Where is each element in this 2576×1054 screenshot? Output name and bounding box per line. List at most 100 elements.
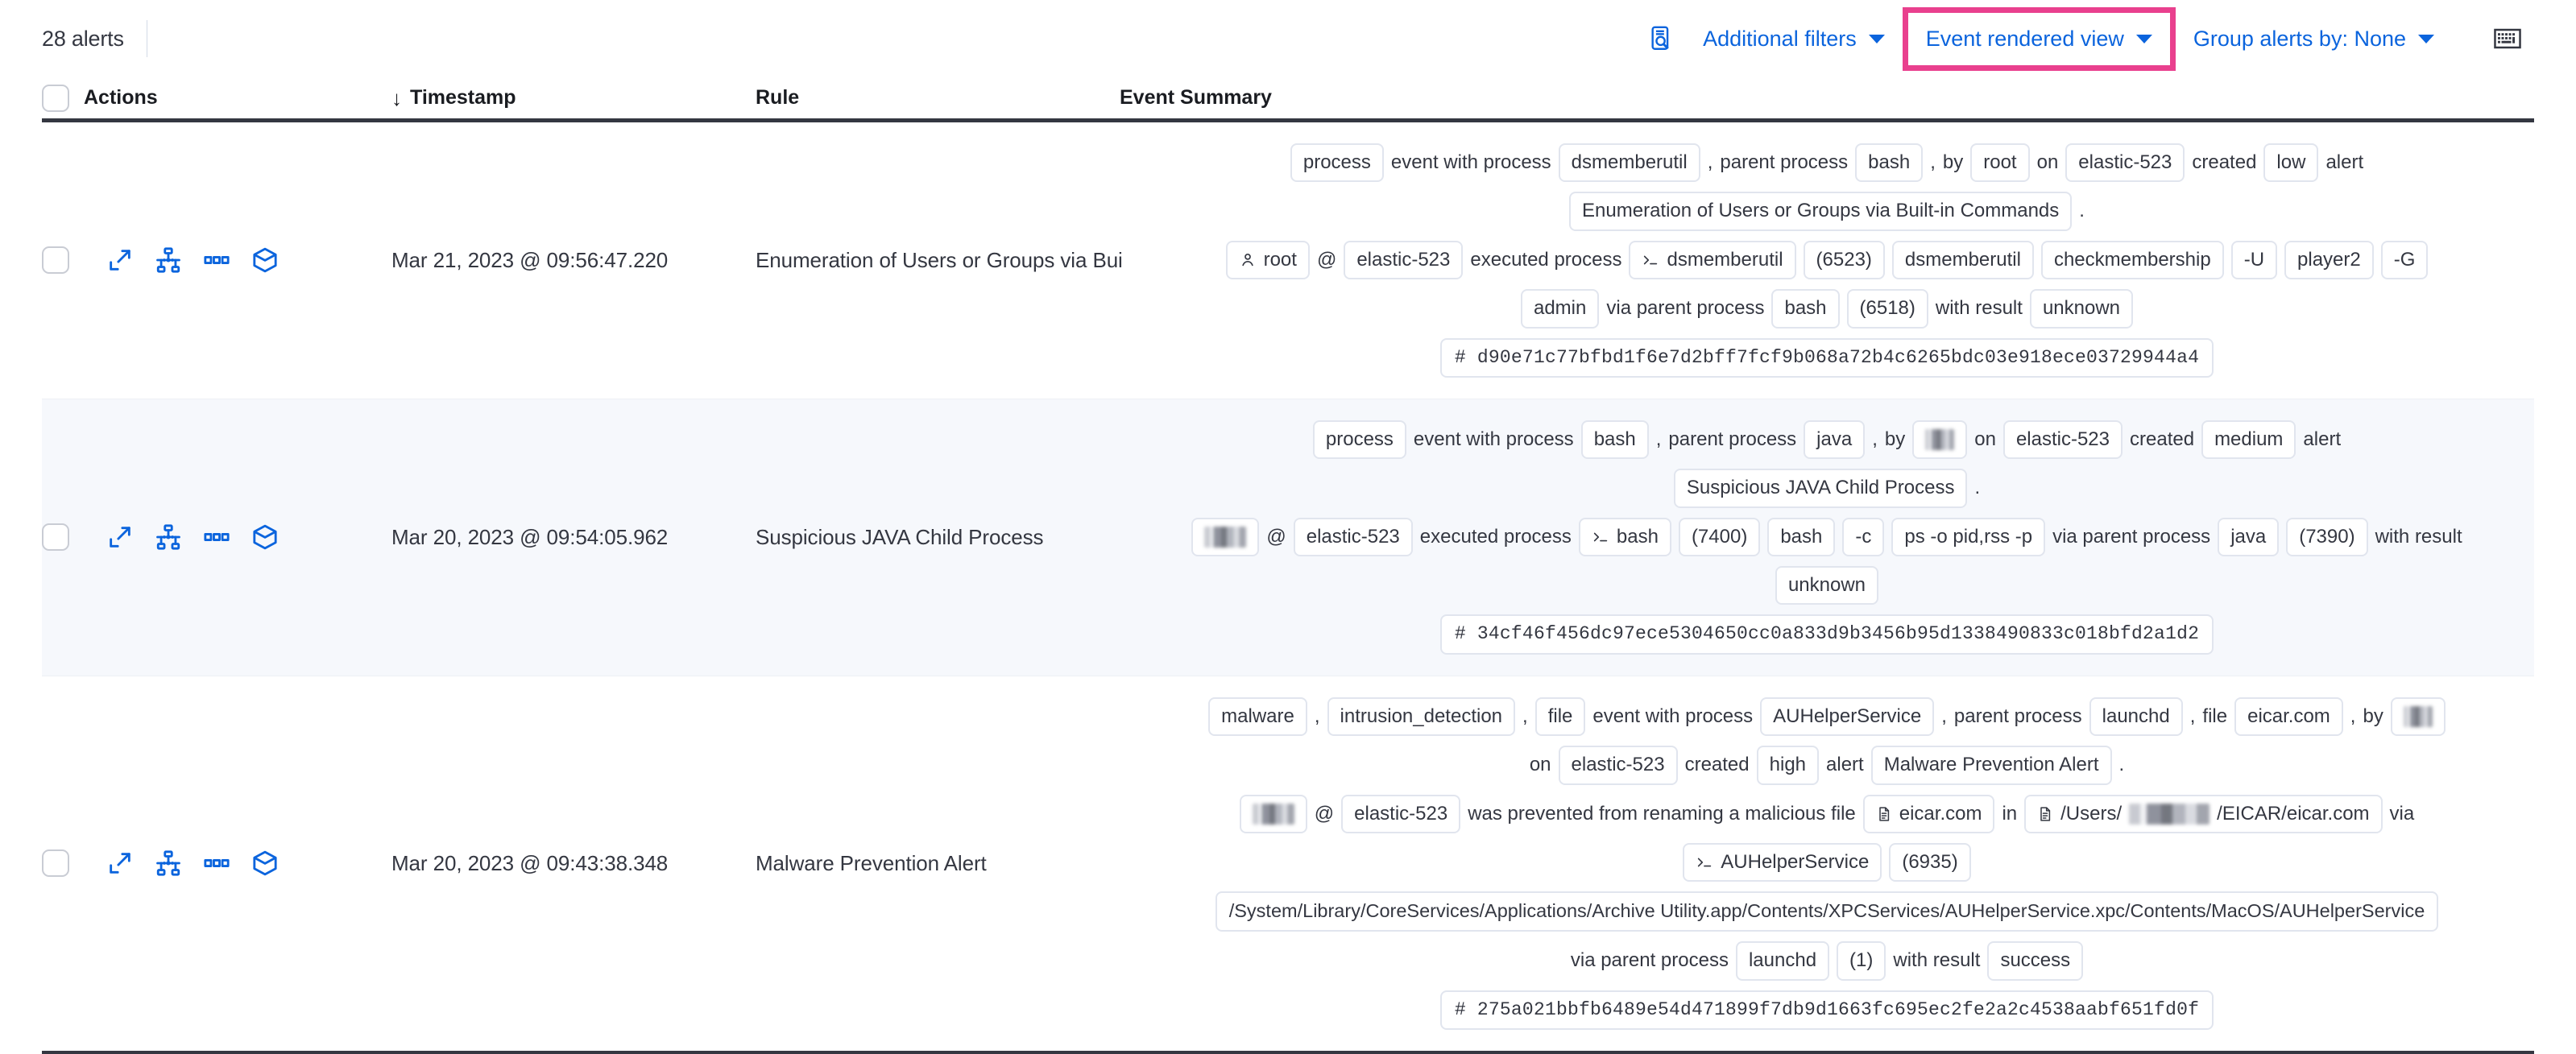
summary-badge[interactable]: elastic-523 bbox=[2002, 420, 2123, 460]
row-rule-name[interactable]: Enumeration of Users or Groups via Bui bbox=[756, 247, 1123, 272]
redacted-value bbox=[2129, 803, 2210, 825]
summary-badge[interactable]: medium bbox=[2201, 420, 2296, 460]
more-actions-icon[interactable] bbox=[203, 523, 230, 551]
summary-badge[interactable]: root bbox=[1225, 240, 1310, 280]
summary-badge[interactable]: bash bbox=[1855, 143, 1924, 183]
summary-badge[interactable]: Enumeration of Users or Groups via Built… bbox=[1569, 192, 2073, 231]
summary-badge[interactable]: low bbox=[2263, 143, 2319, 183]
summary-badge[interactable]: launchd bbox=[2089, 696, 2183, 737]
summary-line: /System/Library/CoreServices/Application… bbox=[1120, 891, 2534, 932]
row-timestamp-cell: Mar 20, 2023 @ 09:43:38.348 bbox=[391, 851, 756, 876]
expand-icon[interactable] bbox=[106, 523, 134, 551]
summary-text: with result bbox=[1893, 949, 1981, 972]
summary-badge[interactable]: unknown bbox=[2029, 289, 2134, 329]
summary-badge[interactable]: malware bbox=[1208, 696, 1307, 737]
summary-badge[interactable]: -G bbox=[2380, 240, 2429, 280]
summary-badge[interactable]: java bbox=[2218, 517, 2280, 557]
summary-badge[interactable]: (6518) bbox=[1846, 289, 1928, 329]
select-all-checkbox[interactable] bbox=[42, 84, 69, 112]
more-actions-icon[interactable] bbox=[203, 849, 230, 877]
summary-badge[interactable]: (7390) bbox=[2286, 517, 2368, 557]
summary-badge-redacted[interactable] bbox=[1912, 420, 1968, 460]
session-view-icon[interactable] bbox=[251, 849, 279, 877]
summary-badge[interactable]: bash bbox=[1580, 420, 1649, 460]
header-rule[interactable]: Rule bbox=[756, 86, 1120, 110]
session-view-icon[interactable] bbox=[251, 246, 279, 274]
summary-badge[interactable]: unknown bbox=[1775, 566, 1879, 606]
summary-badge[interactable]: Malware Prevention Alert bbox=[1870, 746, 2112, 785]
row-rule-name[interactable]: Malware Prevention Alert bbox=[756, 850, 987, 875]
summary-badge[interactable]: eicar.com bbox=[1862, 794, 1995, 833]
summary-badge[interactable]: dsmemberutil bbox=[1891, 240, 2034, 280]
summary-badge[interactable]: elastic-523 bbox=[1341, 794, 1461, 833]
summary-badge[interactable]: admin bbox=[1520, 289, 1600, 329]
summary-badge-file-path[interactable]: /Users//EICAR/eicar.com bbox=[2024, 794, 2383, 833]
select-all-cell bbox=[42, 84, 84, 112]
summary-badge[interactable]: (1) bbox=[1837, 941, 1886, 981]
summary-badge[interactable]: (6935) bbox=[1889, 842, 1971, 882]
summary-badge[interactable]: AUHelperService bbox=[1683, 842, 1882, 882]
summary-badge-redacted[interactable] bbox=[1239, 794, 1307, 833]
summary-badge[interactable]: high bbox=[1756, 746, 1820, 785]
summary-badge-redacted[interactable] bbox=[2390, 696, 2446, 736]
table-row[interactable]: Mar 21, 2023 @ 09:56:47.220 Enumeration o… bbox=[42, 122, 2534, 399]
row-select-checkbox[interactable] bbox=[42, 849, 69, 878]
analyzer-icon[interactable] bbox=[155, 849, 182, 877]
summary-badge-hash[interactable]: # 275a021bbfb6489e54d471899f7db9d1663fc6… bbox=[1439, 990, 2214, 1030]
summary-badge[interactable]: AUHelperService bbox=[1760, 696, 1935, 737]
summary-badge[interactable]: bash bbox=[1767, 517, 1836, 557]
summary-badge[interactable]: (6523) bbox=[1803, 240, 1885, 280]
summary-badge[interactable]: root bbox=[1970, 143, 2030, 183]
row-select-checkbox[interactable] bbox=[42, 523, 69, 552]
row-select-checkbox[interactable] bbox=[42, 246, 69, 275]
summary-badge-hash[interactable]: # 34cf46f456dc97ece5304650cc0a833d9b3456… bbox=[1439, 614, 2214, 655]
summary-badge[interactable]: process bbox=[1312, 420, 1406, 460]
analyzer-icon[interactable] bbox=[155, 246, 182, 274]
inspect-query-icon[interactable] bbox=[1634, 17, 1690, 60]
summary-badge-label: dsmemberutil bbox=[1667, 248, 1783, 271]
more-actions-icon[interactable] bbox=[203, 246, 230, 274]
summary-badge[interactable]: success bbox=[1987, 941, 2084, 981]
event-rendered-view-button[interactable]: Event rendered view bbox=[1923, 27, 2156, 52]
summary-badge[interactable]: elastic-523 bbox=[1293, 517, 1413, 557]
additional-filters-button[interactable]: Additional filters bbox=[1690, 19, 1898, 60]
summary-badge-label: Enumeration of Users or Groups via Built… bbox=[1582, 200, 2060, 222]
group-alerts-by-button[interactable]: Group alerts by: None bbox=[2180, 19, 2447, 60]
summary-badge[interactable]: bash bbox=[1771, 289, 1840, 329]
summary-badge[interactable]: bash bbox=[1578, 517, 1671, 557]
summary-line: Enumeration of Users or Groups via Built… bbox=[1120, 192, 2534, 231]
row-rule-name[interactable]: Suspicious JAVA Child Process bbox=[756, 524, 1044, 549]
row-timestamp: Mar 21, 2023 @ 09:56:47.220 bbox=[391, 247, 669, 272]
summary-badge[interactable]: checkmembership bbox=[2040, 240, 2224, 280]
analyzer-icon[interactable] bbox=[155, 523, 182, 551]
expand-icon[interactable] bbox=[106, 849, 134, 877]
summary-badge[interactable]: elastic-523 bbox=[2065, 143, 2185, 183]
summary-badge-hash[interactable]: # d90e71c77bfbd1f6e7d2bff7fcf9b068a72b4c… bbox=[1439, 337, 2214, 378]
summary-badge[interactable]: Suspicious JAVA Child Process bbox=[1673, 469, 1968, 508]
summary-badge[interactable]: process bbox=[1290, 143, 1384, 183]
header-event-summary: Event Summary bbox=[1120, 86, 2534, 110]
summary-badge-path[interactable]: /System/Library/CoreServices/Application… bbox=[1215, 891, 2439, 932]
summary-badge[interactable]: dsmemberutil bbox=[1558, 143, 1700, 183]
summary-badge[interactable]: elastic-523 bbox=[1344, 240, 1464, 280]
header-timestamp[interactable]: ↓ Timestamp bbox=[391, 86, 756, 110]
summary-badge[interactable]: dsmemberutil bbox=[1629, 240, 1796, 280]
summary-badge[interactable]: (7400) bbox=[1678, 517, 1761, 557]
summary-badge[interactable]: java bbox=[1804, 420, 1866, 460]
summary-badge[interactable]: -c bbox=[1842, 517, 1885, 557]
expand-icon[interactable] bbox=[106, 246, 134, 274]
summary-badge-redacted[interactable] bbox=[1191, 517, 1260, 556]
summary-badge[interactable]: file bbox=[1534, 696, 1586, 737]
summary-badge[interactable]: elastic-523 bbox=[1558, 746, 1678, 785]
summary-badge[interactable]: ps -o pid,rss -p bbox=[1891, 517, 2046, 557]
summary-badge[interactable]: launchd bbox=[1735, 941, 1830, 981]
summary-badge[interactable]: eicar.com bbox=[2234, 696, 2343, 737]
summary-badge[interactable]: intrusion_detection bbox=[1327, 696, 1516, 737]
session-view-icon[interactable] bbox=[251, 523, 279, 551]
summary-badge[interactable]: player2 bbox=[2284, 240, 2374, 280]
keyboard-icon[interactable] bbox=[2479, 20, 2536, 57]
summary-badge[interactable]: -U bbox=[2230, 240, 2278, 280]
